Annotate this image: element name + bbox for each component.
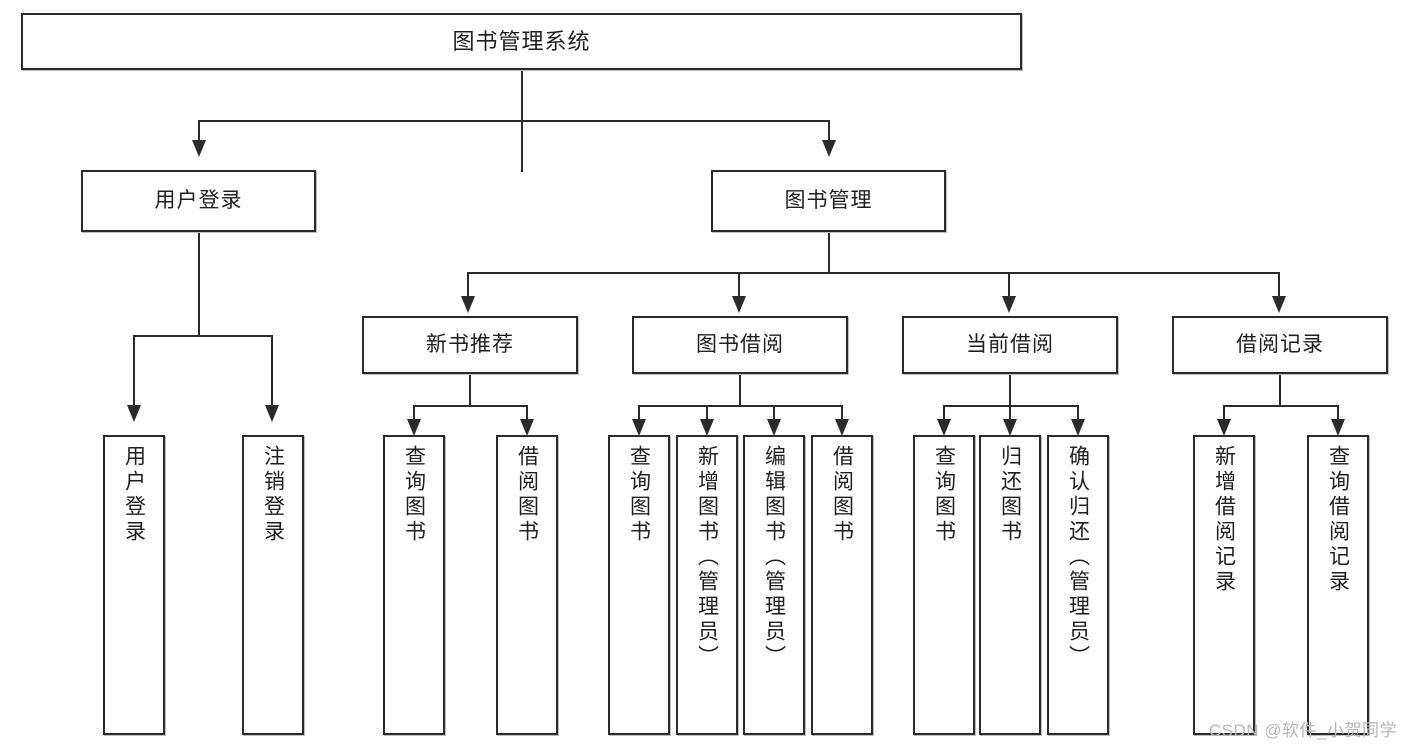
arrow-to-borrow-record <box>1272 296 1286 313</box>
arrow-to-leaf-query-book-3 <box>937 419 951 436</box>
connector-root-to-login <box>198 120 200 142</box>
node-book-borrow[interactable]: 图书借阅 <box>632 316 848 374</box>
leaf-logout[interactable]: 注销登录 <box>242 435 304 735</box>
connector-login-bus <box>133 335 271 337</box>
leaf-query-book-borrow-label: 查询图书 <box>627 445 651 545</box>
arrow-to-leaf-edit-book <box>767 419 781 436</box>
connector-borrow-l2 <box>706 405 708 423</box>
node-user-login-label: 用户登录 <box>154 188 243 212</box>
leaf-borrow-book[interactable]: 借阅图书 <box>811 435 873 735</box>
leaf-query-book-current[interactable]: 查询图书 <box>913 435 975 735</box>
leaf-return-book[interactable]: 归还图书 <box>979 435 1041 735</box>
connector-bookmgmt-c1 <box>467 272 469 298</box>
connector-root-to-bookmgmt <box>828 120 830 142</box>
connector-recommend-stem <box>469 374 471 407</box>
connector-current-l1 <box>943 405 945 423</box>
connector-login-stem <box>198 232 200 337</box>
leaf-query-book-recommend-label: 查询图书 <box>402 445 426 545</box>
leaf-query-borrow-record-label: 查询借阅记录 <box>1326 445 1350 595</box>
node-new-book-recommend[interactable]: 新书推荐 <box>362 316 578 374</box>
node-user-login[interactable]: 用户登录 <box>81 170 316 232</box>
connector-borrow-l4 <box>841 405 843 423</box>
connector-bookmgmt-stem <box>828 232 830 274</box>
connector-record-l1 <box>1223 405 1225 423</box>
connector-record-l2 <box>1337 405 1339 423</box>
connector-current-l3 <box>1077 405 1079 423</box>
arrow-to-leaf-query-book-2 <box>632 419 646 436</box>
leaf-user-login[interactable]: 用户登录 <box>103 435 165 735</box>
arrow-to-leaf-logout <box>265 405 279 422</box>
arrow-to-leaf-borrow-book-1 <box>520 419 534 436</box>
leaf-query-book-recommend[interactable]: 查询图书 <box>383 435 445 735</box>
leaf-add-book-admin[interactable]: 新增图书（管理员） <box>676 435 738 735</box>
arrow-to-leaf-query-book-1 <box>407 419 421 436</box>
leaf-add-book-admin-label: 新增图书（管理员） <box>695 445 719 670</box>
arrow-to-leaf-return-book <box>1003 419 1017 436</box>
arrow-to-user-login <box>192 140 206 157</box>
connector-recommend-l2 <box>526 405 528 423</box>
arrow-to-book-management <box>822 140 836 157</box>
leaf-add-borrow-record-label: 新增借阅记录 <box>1212 445 1236 595</box>
node-borrow-record-label: 借阅记录 <box>1236 332 1324 356</box>
leaf-borrow-book-recommend-label: 借阅图书 <box>515 445 539 545</box>
connector-borrow-l3 <box>773 405 775 423</box>
leaf-borrow-book-label: 借阅图书 <box>830 445 854 545</box>
arrow-to-new-book-recommend <box>461 296 475 313</box>
connector-bookmgmt-bus <box>467 272 1280 274</box>
arrow-to-book-borrow <box>732 296 746 313</box>
leaf-edit-book-admin[interactable]: 编辑图书（管理员） <box>743 435 805 735</box>
node-book-management-label: 图书管理 <box>784 188 873 212</box>
connector-recommend-bus <box>413 405 528 407</box>
arrow-to-leaf-query-record <box>1331 419 1345 436</box>
node-new-book-recommend-label: 新书推荐 <box>426 332 514 356</box>
connector-login-leaf1 <box>133 335 135 407</box>
connector-root-bus <box>198 120 830 122</box>
leaf-add-borrow-record[interactable]: 新增借阅记录 <box>1193 435 1255 735</box>
node-book-management[interactable]: 图书管理 <box>711 170 946 232</box>
arrow-to-leaf-confirm-return <box>1071 419 1085 436</box>
connector-bookmgmt-c2 <box>738 272 740 298</box>
connector-record-bus <box>1223 405 1339 407</box>
leaf-logout-label: 注销登录 <box>261 445 285 545</box>
connector-recommend-l1 <box>413 405 415 423</box>
node-root[interactable]: 图书管理系统 <box>21 13 1022 70</box>
leaf-query-book-borrow[interactable]: 查询图书 <box>608 435 670 735</box>
connector-borrow-stem <box>739 374 741 407</box>
arrow-to-leaf-user-login <box>127 405 141 422</box>
node-book-borrow-label: 图书借阅 <box>696 332 784 356</box>
node-current-borrow[interactable]: 当前借阅 <box>902 316 1118 374</box>
leaf-query-book-current-label: 查询图书 <box>932 445 956 545</box>
connector-current-bus <box>943 405 1079 407</box>
arrow-to-leaf-add-record <box>1217 419 1231 436</box>
leaf-edit-book-admin-label: 编辑图书（管理员） <box>762 445 786 670</box>
node-current-borrow-label: 当前借阅 <box>966 332 1054 356</box>
connector-bookmgmt-c4 <box>1278 272 1280 298</box>
connector-bookmgmt-c3 <box>1008 272 1010 298</box>
leaf-confirm-return-admin-label: 确认归还（管理员） <box>1066 445 1090 670</box>
connector-record-stem <box>1279 374 1281 407</box>
leaf-user-login-label: 用户登录 <box>122 445 146 545</box>
leaf-return-book-label: 归还图书 <box>998 445 1022 545</box>
connector-current-stem <box>1009 374 1011 407</box>
csdn-watermark: CSDN @软件_小贺同学 <box>1208 721 1397 740</box>
connector-login-leaf2 <box>271 335 273 407</box>
node-borrow-record[interactable]: 借阅记录 <box>1172 316 1388 374</box>
node-root-label: 图书管理系统 <box>452 28 591 54</box>
leaf-confirm-return-admin[interactable]: 确认归还（管理员） <box>1047 435 1109 735</box>
leaf-borrow-book-recommend[interactable]: 借阅图书 <box>496 435 558 735</box>
arrow-to-current-borrow <box>1002 296 1016 313</box>
connector-borrow-bus <box>638 405 843 407</box>
arrow-to-leaf-borrow-book-2 <box>835 419 849 436</box>
connector-current-l2 <box>1009 405 1011 423</box>
leaf-query-borrow-record[interactable]: 查询借阅记录 <box>1307 435 1369 735</box>
connector-borrow-l1 <box>638 405 640 423</box>
arrow-to-leaf-add-book <box>700 419 714 436</box>
